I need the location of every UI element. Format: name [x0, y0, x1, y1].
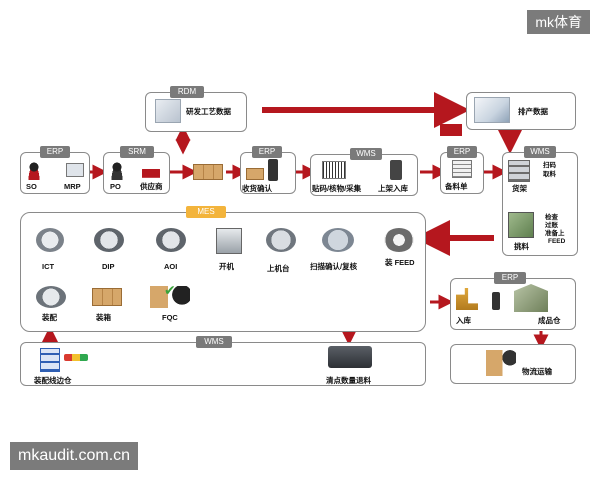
shelf-icon	[508, 160, 530, 182]
assemble-icon	[36, 286, 66, 308]
mes-tag: MES	[186, 206, 226, 218]
mes-load-label: 上机台	[267, 264, 290, 273]
watermark-bottom: mkaudit.com.cn	[10, 442, 139, 470]
srm-supplier-label: 供应商	[140, 182, 163, 191]
wms2-ready: 准备上	[545, 230, 565, 237]
aoi-machine-icon	[156, 228, 186, 252]
material-list-icon	[452, 160, 472, 178]
mes-scan-confirm-label: 扫描确认/复核	[310, 262, 358, 271]
rdm-label: 研发工艺数据	[186, 107, 231, 116]
check-mark-icon: ✔	[164, 282, 176, 298]
wms2-shelf-label: 货架	[512, 184, 527, 193]
handheld-terminal-icon	[390, 160, 402, 180]
dip-machine-icon	[94, 228, 124, 252]
srm-po-label: PO	[110, 182, 121, 191]
mes-aoi-label: AOI	[164, 262, 178, 271]
scan-confirm-icon	[322, 228, 354, 252]
picked-material-icon	[508, 212, 534, 238]
erp1-so-label: SO	[26, 182, 37, 191]
rdm-tag: RDM	[170, 86, 204, 98]
wms2-tag: WMS	[524, 146, 556, 158]
logistics-label: 物流运输	[522, 367, 552, 376]
wms2-feed: FEED	[548, 238, 566, 245]
wms3-count-label: 清点数量退料	[326, 376, 371, 385]
status-light-icon	[64, 354, 88, 361]
supplier-house-icon	[142, 162, 160, 178]
wms2-check: 检查	[545, 214, 558, 221]
erp1-mrp-label: MRP	[64, 182, 81, 191]
fqc-inspector-icon	[150, 286, 190, 308]
count-return-icon	[328, 346, 372, 368]
erp4-scanner-icon	[492, 292, 500, 310]
wms1-label1: 贴码/核物/采集	[312, 184, 362, 193]
erp1-tag: ERP	[40, 146, 70, 158]
mes-assemble-label: 装配	[42, 313, 57, 322]
mes-pack-label: 装箱	[96, 313, 111, 322]
wms2-pick: 取料	[543, 171, 556, 178]
wms2-scan: 扫码	[543, 162, 556, 169]
scanner-icon	[268, 159, 278, 181]
goods-boxes-icon	[193, 164, 223, 180]
wms1-tag: WMS	[350, 148, 382, 160]
erp3-label: 备料单	[445, 182, 468, 191]
load-machine-icon	[266, 228, 296, 252]
erp4-finished-label: 成品仓	[538, 316, 561, 325]
watermark-top: mk体育	[527, 10, 590, 34]
srm-tag: SRM	[120, 146, 154, 158]
mes-fqc-label: FQC	[162, 313, 178, 322]
schedule-data-icon	[474, 97, 510, 123]
ict-machine-icon	[36, 228, 64, 252]
erp4-in-label: 入库	[456, 316, 471, 325]
packing-boxes-icon	[92, 288, 122, 306]
erp4-tag: ERP	[494, 272, 526, 284]
pallet-icon	[246, 168, 264, 180]
mes-start-label: 开机	[219, 262, 234, 271]
erp2-tag: ERP	[252, 146, 282, 158]
feed-machine-icon	[384, 228, 414, 252]
wms3-line-label: 装配线边仓	[34, 376, 72, 385]
wms1-label2: 上架入库	[378, 184, 408, 193]
plan-connector	[440, 124, 462, 136]
wms2-pick-label: 挑料	[514, 242, 529, 251]
plan-label: 排产数据	[518, 107, 548, 116]
barcode-label-icon	[322, 161, 346, 179]
wms2-pass: 过账	[545, 222, 558, 229]
erp2-receive-label: 收货确认	[242, 184, 272, 193]
person-icon	[27, 162, 41, 180]
mes-feed-label: 装 FEED	[385, 258, 415, 267]
laptop-icon	[66, 163, 84, 177]
line-rack-icon	[40, 348, 60, 372]
buyer-person-icon	[110, 162, 124, 180]
research-data-icon	[155, 99, 181, 123]
wms3-tag: WMS	[196, 336, 232, 348]
erp3-tag: ERP	[447, 146, 477, 158]
start-machine-icon	[216, 228, 242, 254]
mes-dip-label: DIP	[102, 262, 115, 271]
mes-ict-label: ICT	[42, 262, 55, 271]
delivery-person-icon	[486, 350, 516, 376]
